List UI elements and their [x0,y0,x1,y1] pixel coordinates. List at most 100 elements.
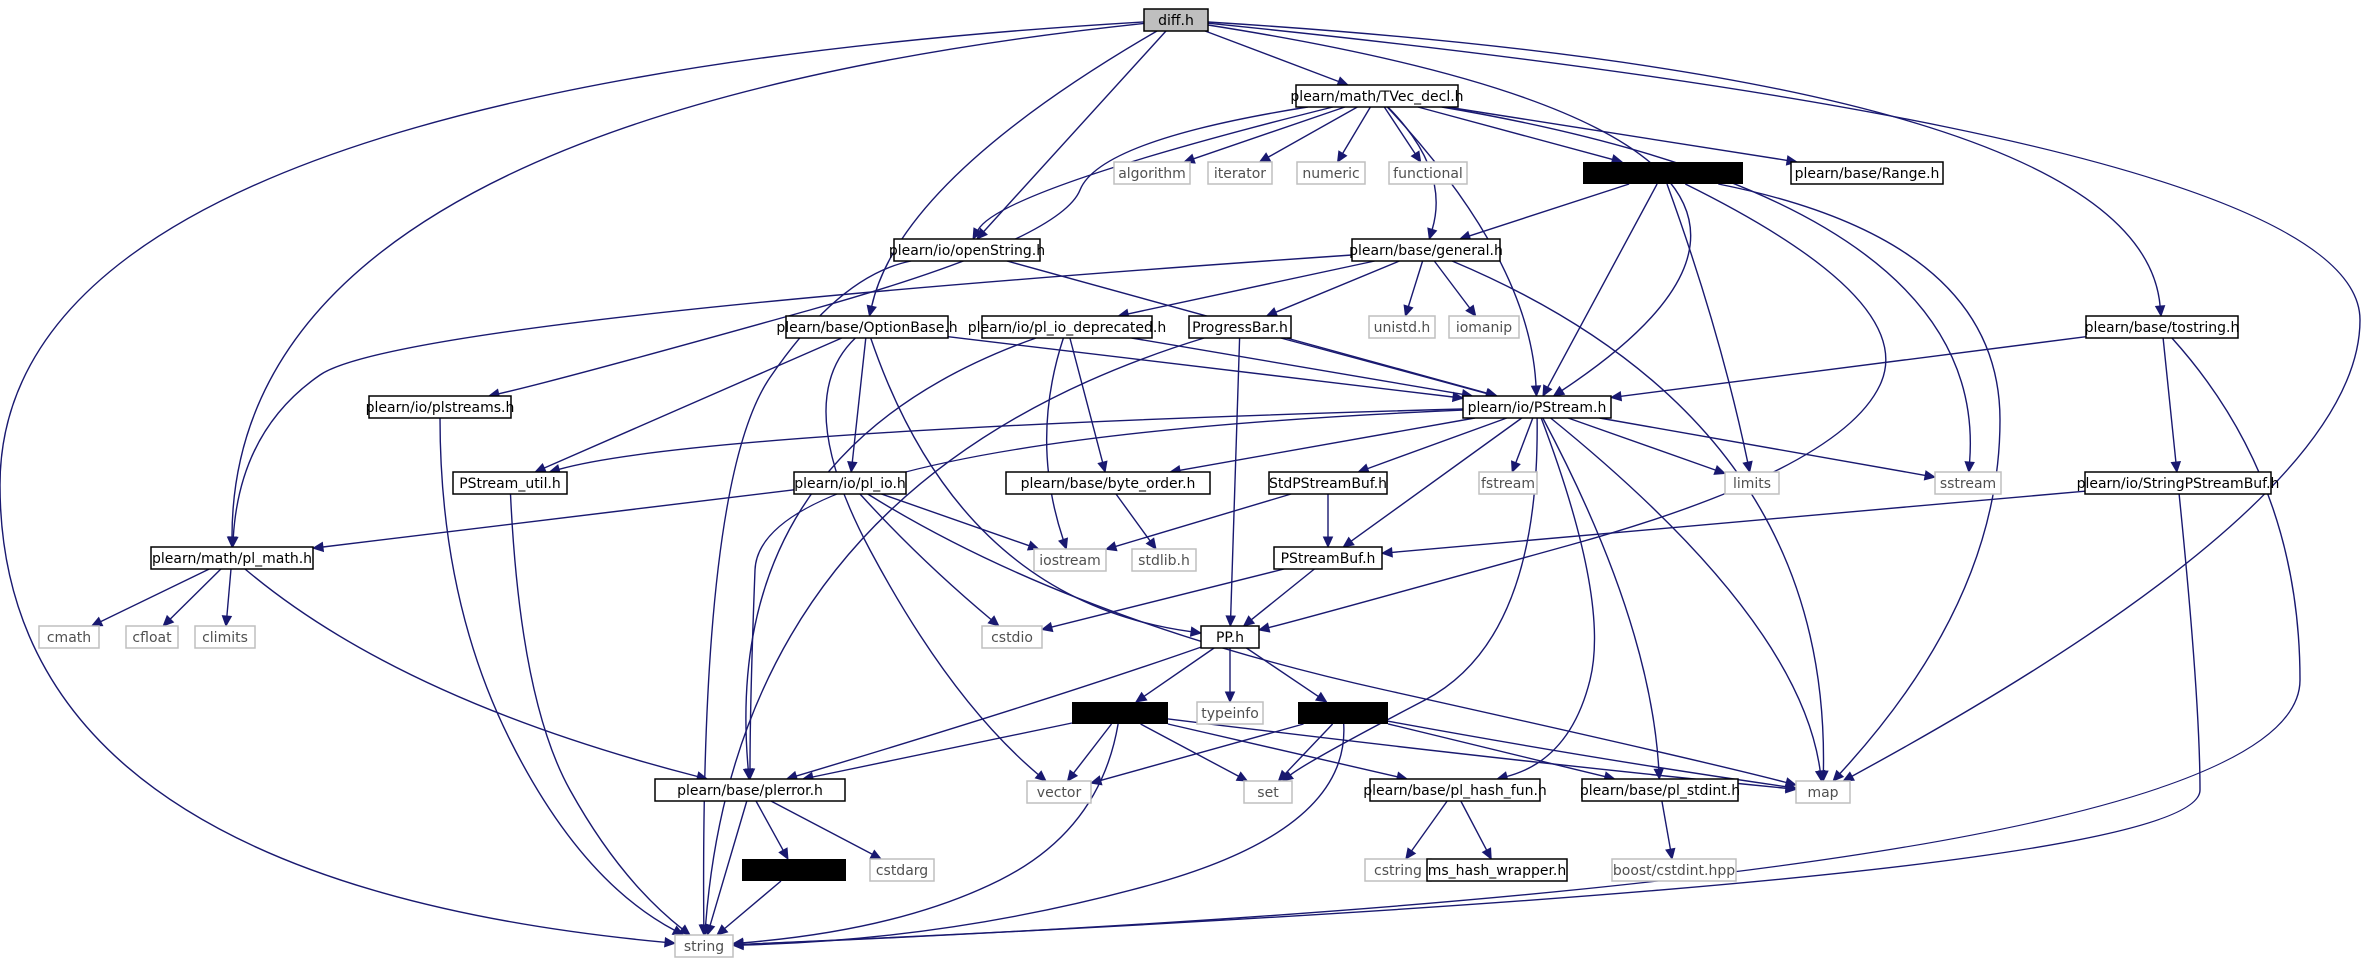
edge-pstream-to-plstdint [1542,417,1665,781]
node-box [654,778,846,802]
edge-line [1115,493,1151,542]
edge-stdpsb-to-psb [1322,494,1334,549]
node-label: numeric [1302,166,1359,182]
node-label: typeinfo [1201,706,1259,722]
node-optionbase[interactable]: plearn/base/OptionBase.h [776,315,958,339]
arrowhead-icon [866,304,877,318]
node-openstring[interactable]: plearn/io/openString.h [889,238,1045,262]
arrowhead-icon [705,923,716,937]
edge-diff-to-tvec [1204,30,1350,87]
node-plmath[interactable]: plearn/math/pl_math.h [150,546,314,570]
edge-line [1246,647,1319,697]
node-plexceptions[interactable]: plexceptions.h [742,859,846,881]
edge-line [947,336,1454,398]
node-psb[interactable]: PStreamBuf.h [1273,546,1383,570]
arrowhead-icon [221,615,233,628]
node-diff[interactable]: diff.h [1143,8,1209,32]
node-box [1462,395,1612,419]
edge-tvec-to-functional [1383,106,1422,164]
node-algorithm: algorithm [1113,161,1191,185]
node-label: plearn/base/pl_hash_fun.h [1363,783,1547,799]
edge-line [1069,337,1104,463]
node-vector: vector [1026,780,1092,804]
node-cfloat: cfloat [125,625,179,649]
edge-storage-to-pp [1257,183,1887,633]
edge-line [1193,106,1346,160]
node-pstream[interactable]: plearn/io/PStream.h [1462,395,1612,419]
edge-optionbase-to-pstreamutil [534,337,843,473]
node-pp[interactable]: PP.h [1200,625,1260,649]
node-box [1426,858,1568,882]
node-plstreams[interactable]: plearn/io/plstreams.h [366,395,515,419]
edge-line [244,568,698,778]
arrowhead-icon [1842,771,1855,782]
node-box [1583,162,1743,184]
node-label: plearn/io/PStream.h [1468,400,1607,416]
node-label: set [1257,785,1279,801]
node-label: algorithm [1118,166,1186,182]
node-copiesmap[interactable]: CopiesMap.h [1072,702,1168,724]
arrowhead-icon [1097,460,1108,474]
edge-line [322,489,795,548]
node-box [1005,471,1211,495]
arrowhead-icon [1784,781,1798,792]
edge-pstreamutil-to-string [509,493,691,936]
edge-line [1167,723,1398,778]
node-progressbar[interactable]: ProgressBar.h [1188,315,1292,339]
node-box [1131,548,1197,572]
edge-line [742,723,1345,946]
edge-line [1417,106,1613,161]
edge-line [232,254,1353,538]
arrowhead-icon [1511,460,1521,474]
edge-pstream-to-psb [1342,417,1523,548]
node-box [1026,780,1092,804]
node-pstreamutil[interactable]: PStream_util.h [452,471,568,495]
edge-pstream-to-plerror [744,409,1464,781]
edge-plmath-to-climits [221,568,233,628]
edge-line [544,337,843,469]
node-label: limits [1733,476,1771,492]
node-box [981,625,1043,649]
edge-line [1143,647,1215,697]
node-plerror[interactable]: plearn/base/plerror.h [654,778,846,802]
node-byteorder[interactable]: plearn/base/byte_order.h [1005,471,1211,495]
node-label: plearn/io/pl_io.h [794,476,906,492]
node-box [452,471,568,495]
edge-line [1367,417,1508,470]
node-storage[interactable]: plearn/base/Storage.h [1583,162,1743,184]
arrowhead-icon [1257,622,1271,633]
node-pliodep[interactable]: plearn/io/pl_io_deprecated.h [968,315,1167,339]
node-general[interactable]: plearn/base/general.h [1349,238,1503,262]
node-label: PP.h [1216,630,1244,646]
node-label: plexceptions.h [743,863,845,879]
edge-line [1451,260,1825,772]
edge-plstreams-to-string [439,417,685,936]
edge-tostring-to-stringpsb [2162,337,2182,474]
edge-line [851,337,867,463]
node-iostream: iostream [1033,548,1107,572]
edge-line [1666,183,1749,463]
edge-line [439,417,675,931]
node-stringpsb[interactable]: plearn/io/StringPStreamBuf.h [2077,471,2280,495]
node-label: plearn/base/Storage.h [1585,166,1740,182]
edge-line [859,493,992,621]
node-range[interactable]: plearn/base/Range.h [1790,161,1944,185]
edge-line [1387,720,1787,788]
edge-storage-to-map [1718,183,2001,782]
node-box [1369,778,1541,802]
node-tvec[interactable]: plearn/math/TVec_decl.h [1290,84,1464,108]
arrowhead-icon [90,616,104,627]
node-label: cstdio [991,630,1033,646]
node-plstdint[interactable]: plearn/base/pl_stdint.h [1580,778,1740,802]
node-numeric: numeric [1296,161,1366,185]
node-tostring[interactable]: plearn/base/tostring.h [2085,315,2240,339]
edge-stdpsb-to-iostream [1104,493,1292,552]
node-label: plearn/io/StringPStreamBuf.h [2077,476,2280,492]
arrowhead-icon [1242,615,1256,627]
node-mshash[interactable]: ms_hash_wrapper.h [1426,858,1568,882]
node-stdpsb[interactable]: StdPStreamBuf.h [1268,471,1388,495]
node-typetraits[interactable]: TypeTraits.h [1298,702,1388,724]
node-label: TypeTraits.h [1301,706,1385,722]
node-plhash[interactable]: plearn/base/pl_hash_fun.h [1363,778,1547,802]
node-plio[interactable]: plearn/io/pl_io.h [793,471,907,495]
